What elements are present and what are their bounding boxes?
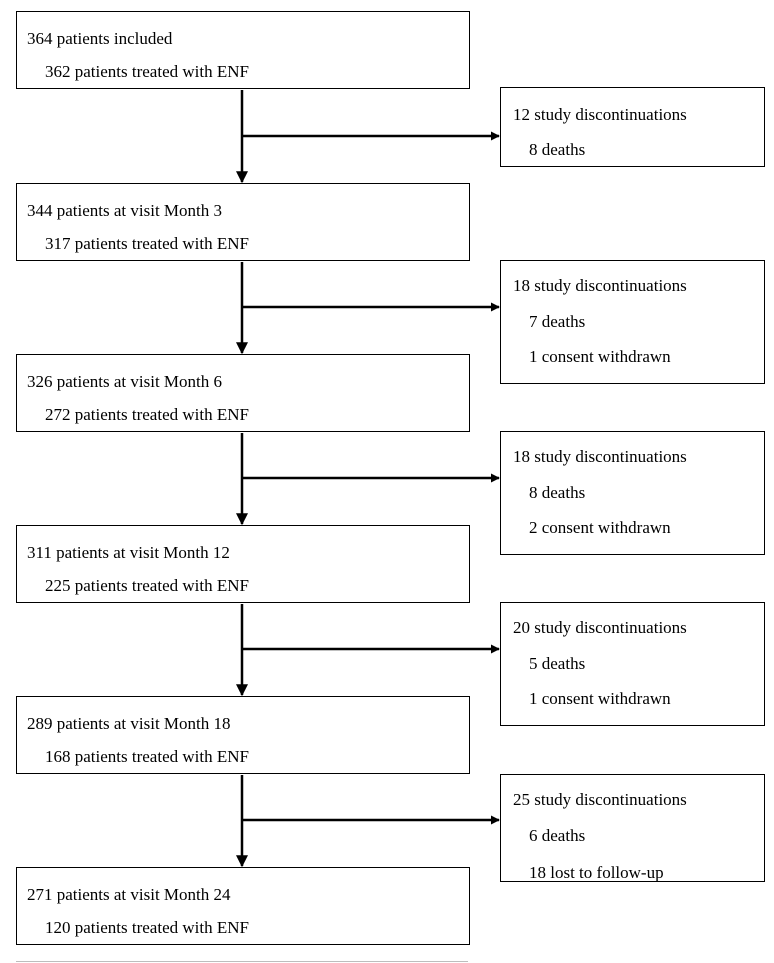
discontinuation-box-2: 18 study discontinuations 7 deaths 1 con…: [500, 260, 765, 384]
box-subtitle: 225 patients treated with ENF: [45, 576, 249, 595]
discontinuation-box-5: 25 study discontinuations 6 deaths 18 lo…: [500, 774, 765, 882]
discontinuation-detail: 2 consent withdrawn: [529, 518, 671, 537]
discontinuation-title: 18 study discontinuations: [513, 276, 687, 295]
discontinuation-detail: 6 deaths: [529, 826, 586, 845]
flow-box-month-6: 326 patients at visit Month 6 272 patien…: [16, 354, 470, 432]
flow-box-included: 364 patients included 362 patients treat…: [16, 11, 470, 89]
discontinuation-title: 25 study discontinuations: [513, 790, 687, 809]
discontinuation-detail: 1 consent withdrawn: [529, 347, 671, 366]
box-title: 289 patients at visit Month 18: [27, 714, 231, 733]
flow-box-month-3: 344 patients at visit Month 3 317 patien…: [16, 183, 470, 261]
box-subtitle: 362 patients treated with ENF: [45, 62, 249, 81]
box-title: 344 patients at visit Month 3: [27, 201, 223, 220]
box-title: 364 patients included: [27, 29, 173, 48]
discontinuation-detail: 8 deaths: [529, 140, 586, 159]
box-subtitle: 317 patients treated with ENF: [45, 234, 249, 253]
box-subtitle: 168 patients treated with ENF: [45, 747, 249, 766]
discontinuation-box-3: 18 study discontinuations 8 deaths 2 con…: [500, 431, 765, 555]
box-subtitle: 272 patients treated with ENF: [45, 405, 249, 424]
discontinuation-box-4: 20 study discontinuations 5 deaths 1 con…: [500, 602, 765, 726]
box-subtitle: 120 patients treated with ENF: [45, 918, 249, 937]
bottom-rule: [16, 961, 468, 962]
discontinuation-detail: 5 deaths: [529, 654, 586, 673]
box-title: 271 patients at visit Month 24: [27, 885, 231, 904]
discontinuation-title: 20 study discontinuations: [513, 618, 687, 637]
flow-box-month-12: 311 patients at visit Month 12 225 patie…: [16, 525, 470, 603]
box-title: 326 patients at visit Month 6: [27, 372, 223, 391]
flow-box-month-24: 271 patients at visit Month 24 120 patie…: [16, 867, 470, 945]
discontinuation-detail: 8 deaths: [529, 483, 586, 502]
box-title: 311 patients at visit Month 12: [27, 543, 230, 562]
flow-box-month-18: 289 patients at visit Month 18 168 patie…: [16, 696, 470, 774]
discontinuation-detail: 7 deaths: [529, 312, 586, 331]
discontinuation-title: 18 study discontinuations: [513, 447, 687, 466]
discontinuation-detail: 1 consent withdrawn: [529, 689, 671, 708]
discontinuation-title: 12 study discontinuations: [513, 105, 687, 124]
discontinuation-box-1: 12 study discontinuations 8 deaths: [500, 87, 765, 167]
discontinuation-detail: 18 lost to follow-up: [529, 863, 664, 882]
